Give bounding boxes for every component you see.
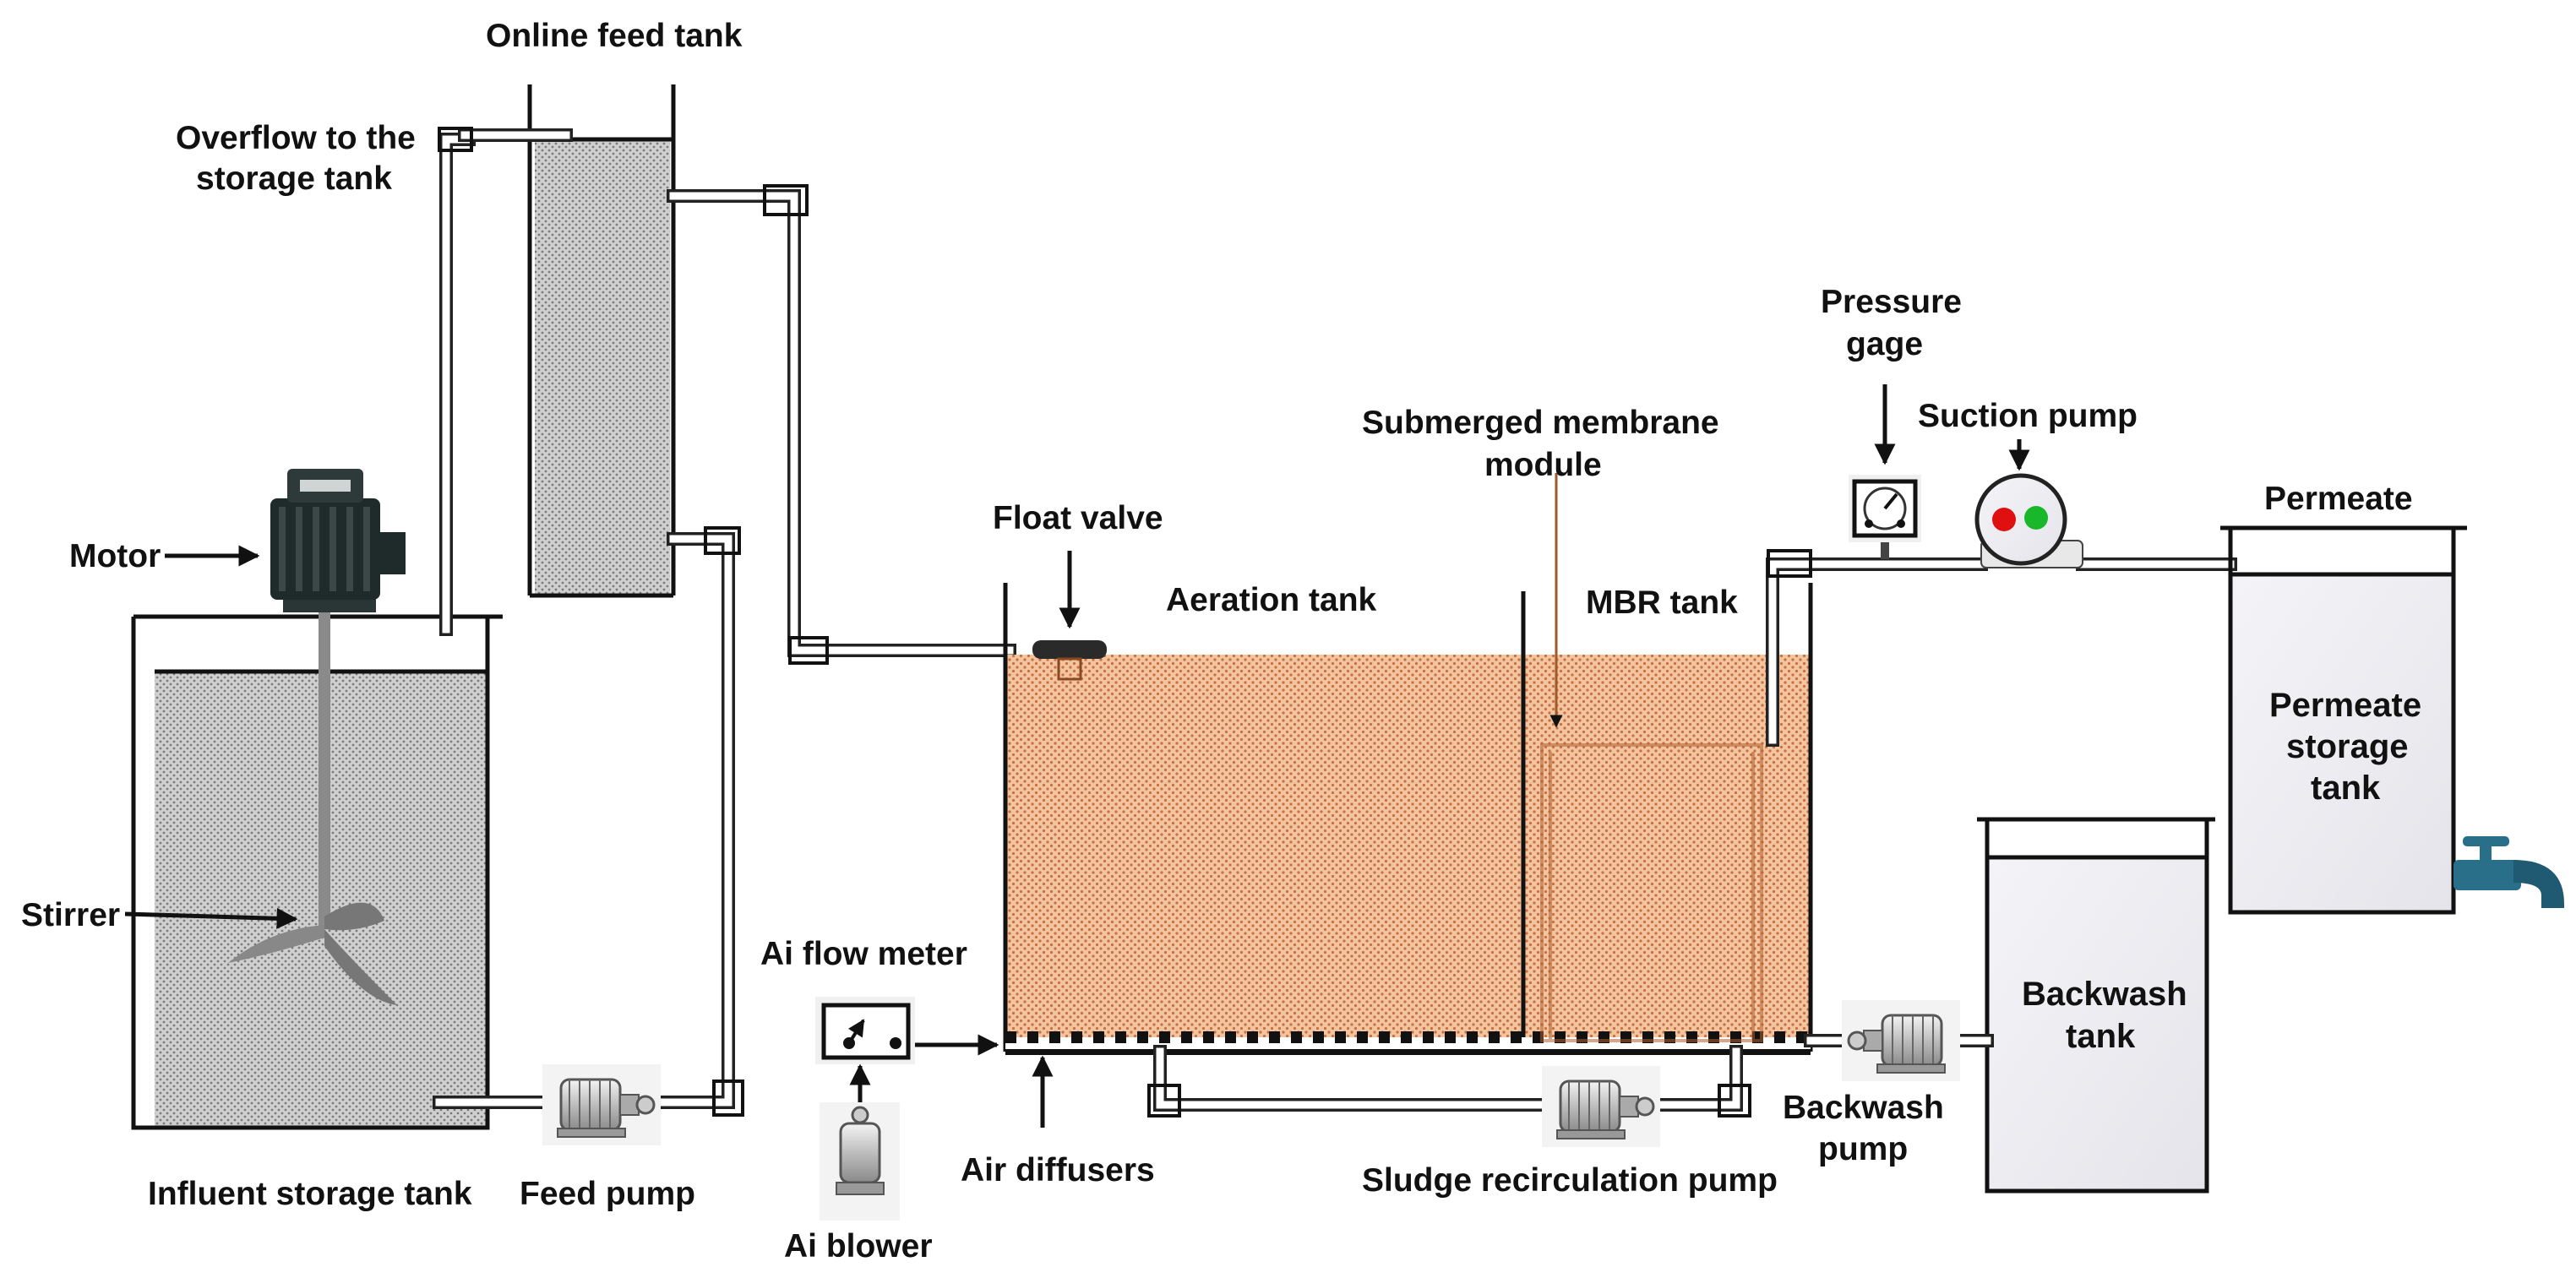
label-permeate-storage-line2: storage	[2286, 728, 2409, 765]
label-float-valve: Float valve	[993, 500, 1163, 536]
label-pressure-line1: Pressure	[1821, 284, 1962, 320]
float-valve-icon	[1032, 640, 1107, 681]
label-pressure-line2: gage	[1846, 326, 1923, 362]
label-motor: Motor	[69, 538, 161, 574]
faucet-icon	[2453, 836, 2564, 908]
sludge-recirculation-pump-icon	[1540, 1064, 1662, 1149]
label-ai-flow-meter: Ai flow meter	[760, 936, 967, 972]
stirrer-icon	[228, 591, 397, 1005]
label-overflow-line1: Overflow to the	[176, 120, 416, 156]
label-permeate-storage-line3: tank	[2311, 770, 2381, 807]
motor-icon	[270, 469, 406, 612]
label-suction-pump: Suction pump	[1918, 398, 2138, 434]
label-stirrer: Stirrer	[21, 897, 120, 933]
aeration-mbr-tank	[1003, 583, 1813, 1055]
influent-storage-tank	[131, 614, 503, 1130]
label-permeate-storage-line1: Permeate	[2269, 687, 2421, 724]
permeate-storage-tank	[2220, 525, 2467, 915]
flow-meter-icon	[815, 997, 915, 1064]
label-overflow-line2: storage tank	[196, 160, 392, 197]
label-backwash-tank-line1: Backwash	[2022, 976, 2187, 1013]
label-influent-storage-tank: Influent storage tank	[148, 1176, 472, 1212]
online-feed-tank	[527, 84, 676, 598]
backwash-tank	[1977, 817, 2215, 1194]
label-online-feed-tank: Online feed tank	[486, 18, 743, 54]
feed-pump-icon	[541, 1063, 662, 1147]
label-air-diffusers: Air diffusers	[961, 1152, 1155, 1188]
label-permeate: Permeate	[2264, 481, 2413, 517]
suction-pump-icon	[1974, 473, 2083, 568]
label-submerged-line1: Submerged membrane	[1362, 405, 1719, 441]
label-backwash-pump-line1: Backwash	[1783, 1090, 1944, 1126]
pressure-gage-icon	[1849, 475, 1921, 559]
label-aeration-tank: Aeration tank	[1166, 582, 1377, 618]
label-ai-blower: Ai blower	[784, 1228, 933, 1264]
label-backwash-tank-line2: tank	[2066, 1018, 2136, 1055]
label-mbr-tank: MBR tank	[1586, 585, 1738, 621]
membrane-module	[1540, 743, 1763, 1042]
label-submerged-line2: module	[1484, 447, 1602, 483]
blower-icon	[820, 1102, 900, 1221]
label-backwash-pump-line2: pump	[1818, 1131, 1908, 1167]
label-feed-pump: Feed pump	[520, 1176, 695, 1212]
backwash-pump-icon	[1840, 998, 1962, 1083]
label-sludge-recirculation-pump: Sludge recirculation pump	[1362, 1162, 1778, 1199]
